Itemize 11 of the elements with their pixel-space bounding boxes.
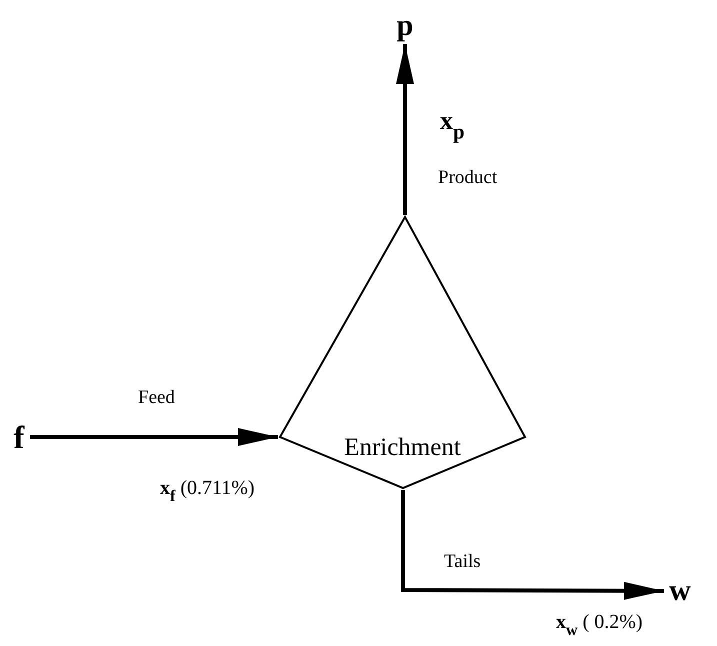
stream-symbol: f bbox=[14, 421, 24, 453]
enrichment-stage-label: Enrichment bbox=[344, 435, 461, 460]
arrow bbox=[396, 44, 414, 215]
stream-symbol: p bbox=[396, 11, 414, 41]
arrow bbox=[401, 490, 664, 600]
composition-label: x$_{w}$ ( 0.2%) bbox=[556, 612, 643, 640]
composition-label: x$_{p}$ bbox=[440, 108, 465, 144]
composition-label: x$_{f}$ (0.711%) bbox=[160, 478, 255, 506]
arrow bbox=[30, 428, 278, 446]
enrichment-kite-shape bbox=[278, 215, 527, 490]
stream-symbol: w bbox=[669, 576, 691, 606]
